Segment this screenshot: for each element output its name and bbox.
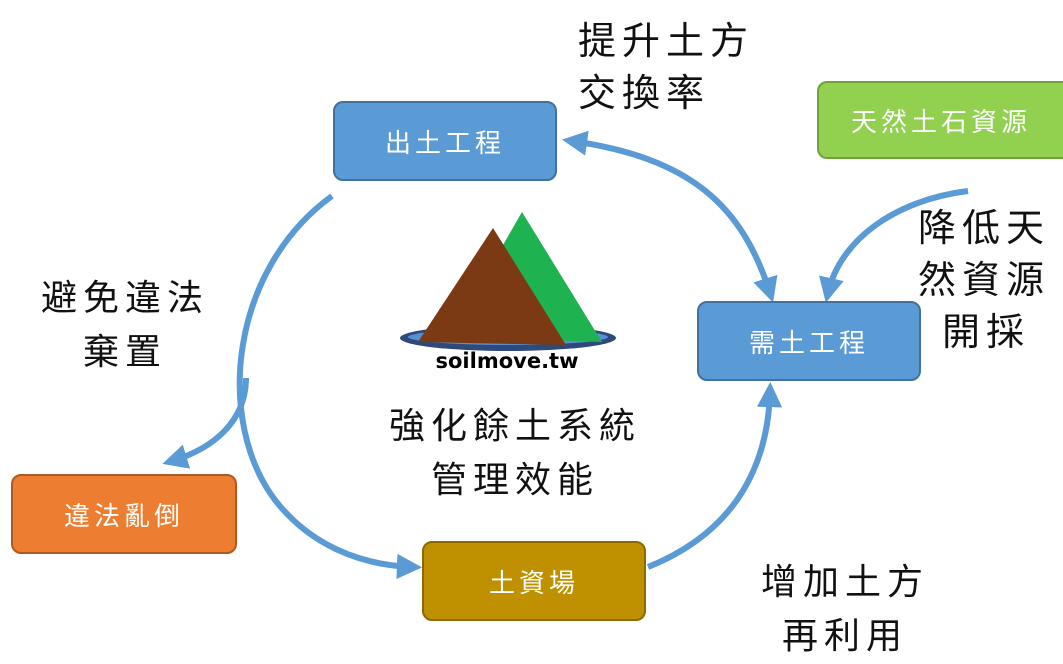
logo-caption: soilmove.tw [435, 349, 579, 373]
demand-project-label: 需土工程 [748, 328, 869, 359]
natural-resource-label: 天然土石資源 [850, 107, 1031, 138]
exchange-rate-label: 提升土方 交換率 [578, 15, 754, 119]
reuse-label: 增加土方 再利用 [740, 556, 950, 664]
exchange-rate-line-1: 提升土方 [578, 19, 755, 63]
logo-mountain-brown [418, 228, 566, 345]
center-goal-line-1: 強化餘土系統 [388, 406, 641, 447]
demand-project-node: 需土工程 [697, 301, 921, 381]
illegal-dumping-label: 違法亂倒 [63, 501, 184, 532]
reduce-resource-line-1: 降低天 [918, 206, 1051, 250]
center-goal-line-2: 管理效能 [430, 460, 599, 501]
source-project-node: 出土工程 [333, 101, 557, 181]
natural-resource-node: 天然土石資源 [817, 81, 1063, 159]
soil-yard-node: 土資場 [422, 541, 646, 621]
illegal-dumping-node: 違法亂倒 [11, 474, 237, 554]
reuse-line-2: 再利用 [781, 616, 908, 657]
avoid-dumping-label: 避免違法 棄置 [20, 272, 230, 380]
reduce-resource-line-2: 然資源 [918, 258, 1051, 302]
reduce-resource-line-3: 開採 [942, 310, 1031, 354]
arrow-source-demand [562, 130, 778, 303]
exchange-rate-line-2: 交換率 [578, 71, 711, 115]
arrow-branch-illegal [162, 377, 249, 469]
avoid-dumping-line-1: 避免違法 [40, 278, 209, 319]
soil-yard-label: 土資場 [488, 568, 579, 599]
arrow-natural-demand [819, 188, 969, 303]
center-goal-label: 強化餘土系統 管理效能 [370, 400, 660, 508]
source-project-label: 出土工程 [384, 128, 505, 159]
reuse-line-1: 增加土方 [760, 562, 929, 603]
avoid-dumping-line-2: 棄置 [82, 332, 167, 373]
arrow-yard-demand [646, 381, 783, 570]
arrow-source-yard [236, 193, 423, 580]
soilmove-logo [400, 212, 616, 351]
reduce-resource-label: 降低天 然資源 開採 [918, 202, 1050, 358]
